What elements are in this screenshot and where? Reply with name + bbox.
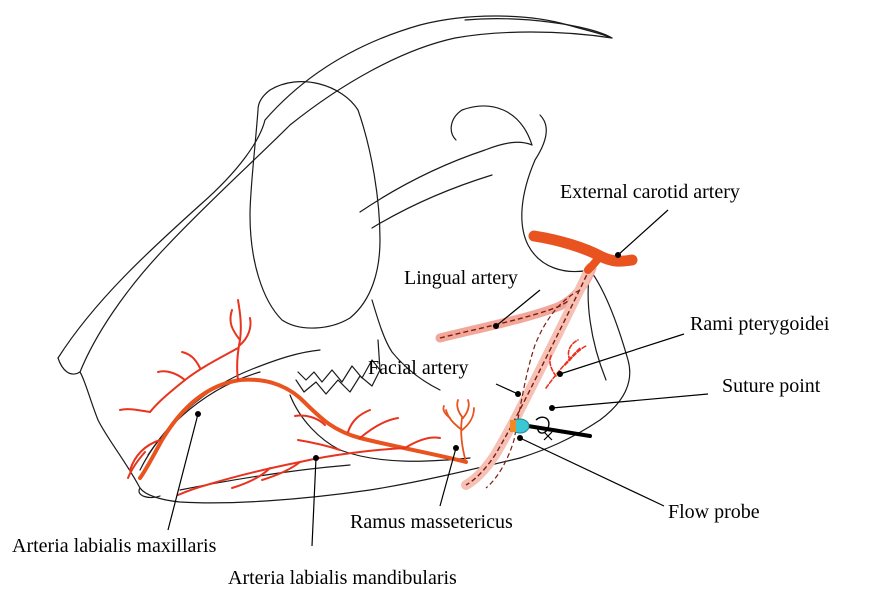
zygomatic-arch-lower [372,175,492,228]
labialis-mandibularis-branches [178,410,440,495]
labialis-maxillaris-branches [120,300,251,478]
label-ramus-massetericus: Ramus massetericus [350,511,513,533]
maxilla-inner-ridge [148,372,260,455]
zygomatic-arch [360,142,532,212]
label-arteria-labialis-maxillaris: Arteria labialis maxillaris [12,535,217,557]
labels: External carotid artery Lingual artery R… [12,181,830,589]
temporal-process [451,106,532,145]
mandible-lower-border [140,458,520,503]
mandible-ramus-back [520,115,630,458]
label-rami-pterygoidei: Rami pterygoidei [690,313,830,335]
label-flow-probe: Flow probe [668,501,760,523]
main-arterial-trunk [140,380,466,478]
snout-top [58,358,80,374]
label-suture-point: Suture point [722,375,821,397]
ramus-massetericus [443,400,474,462]
label-arteria-labialis-mandibularis: Arteria labialis mandibularis [228,567,457,589]
snout-outline [80,372,160,498]
label-lingual-artery: Lingual artery [404,267,518,289]
maxilla-ridge [140,350,320,470]
label-external-carotid-artery: External carotid artery [560,181,740,203]
label-facial-artery: Facial artery [368,357,469,379]
orbit-outline [250,82,380,328]
mandible-body-inner [290,395,470,461]
